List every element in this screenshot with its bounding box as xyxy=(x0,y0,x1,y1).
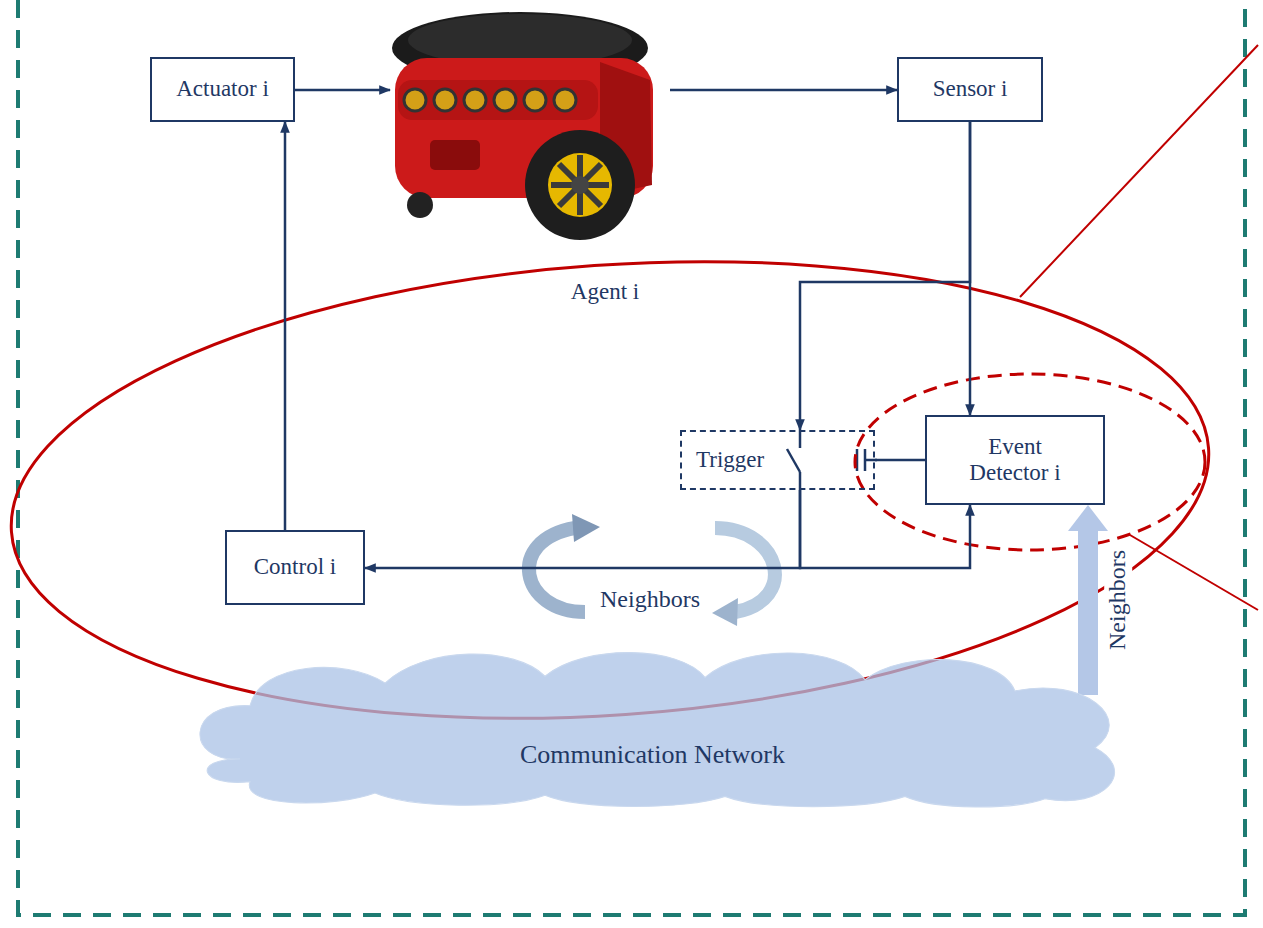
robot-sonar-band xyxy=(398,80,598,120)
robot-illustration xyxy=(392,12,653,240)
exchange-arrowhead xyxy=(572,514,600,542)
trigger-box: Trigger xyxy=(680,430,875,490)
signal-connector xyxy=(284,122,287,530)
sonar-sensor xyxy=(464,89,486,111)
system-boundary xyxy=(18,0,1245,915)
exchange-label: Neighbors xyxy=(600,586,700,614)
zoom-leader xyxy=(1020,45,1258,297)
exchange-arrows xyxy=(529,514,775,626)
switch-stub xyxy=(799,430,802,448)
switch-blade xyxy=(787,449,800,472)
neighbor-flow-arrow xyxy=(1078,531,1098,695)
sonar-sensor xyxy=(554,89,576,111)
robot-wheel-spokes xyxy=(551,155,609,215)
robot-wheel-rim xyxy=(548,153,612,217)
cloud-outline xyxy=(200,653,1115,807)
node-label: Control i xyxy=(254,554,336,580)
node-label: Trigger xyxy=(696,447,764,473)
signal-connector xyxy=(800,122,970,430)
robot-wheel-hub xyxy=(571,176,589,194)
agent-label: Agent i xyxy=(571,279,639,305)
robot-caster xyxy=(407,192,433,218)
control-box: Control i xyxy=(225,530,365,605)
sonar-sensor xyxy=(494,89,516,111)
switch-stub xyxy=(799,472,802,490)
sonar-sensor xyxy=(434,89,456,111)
exchange-arrowhead xyxy=(712,598,738,626)
zoom-region xyxy=(855,374,1205,550)
zoom-leader xyxy=(1130,535,1258,610)
signal-connector xyxy=(365,490,800,568)
cloud-shape xyxy=(170,640,1135,810)
measurement-arrow xyxy=(670,89,897,92)
node-label: Event Detector i xyxy=(955,434,1075,487)
robot-vent xyxy=(430,140,480,170)
robot-wheel xyxy=(525,130,635,240)
sonar-sensor xyxy=(524,89,546,111)
node-label: Communication Network xyxy=(520,740,785,770)
actuation-arrow xyxy=(295,89,390,92)
edge-label: Neighbors xyxy=(1104,547,1132,653)
signal-connector xyxy=(875,459,925,462)
event-detector-box: Event Detector i xyxy=(925,415,1105,505)
exchange-arrow xyxy=(715,528,775,612)
actuator-box: Actuator i xyxy=(150,57,295,122)
sensor-box: Sensor i xyxy=(897,57,1043,122)
node-label: Actuator i xyxy=(176,76,269,102)
network-cloud: Communication Network xyxy=(170,640,1135,810)
sonar-sensor xyxy=(404,89,426,111)
exchange-arrow xyxy=(529,528,585,612)
node-label: Sensor i xyxy=(933,76,1008,102)
